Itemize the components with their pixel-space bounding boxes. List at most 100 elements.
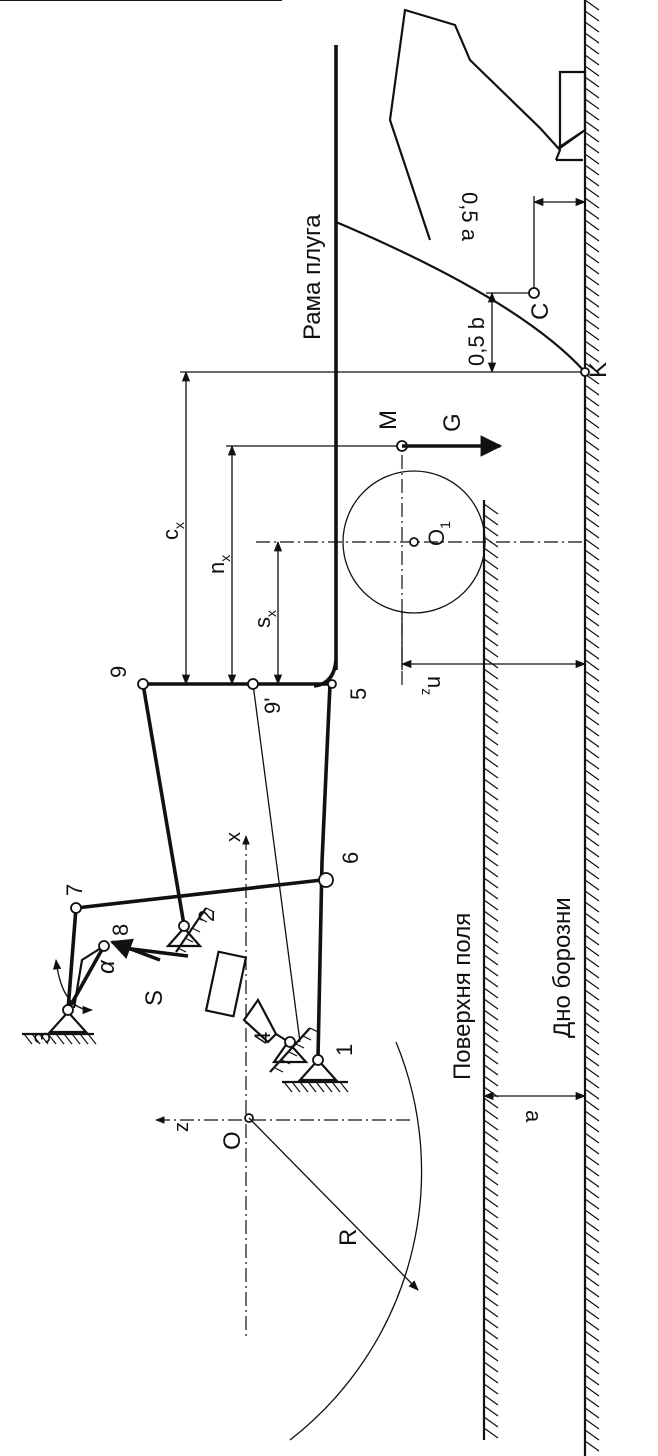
force-s-arrow — [109, 938, 161, 962]
hatch-stroke — [483, 778, 499, 790]
hatch-stroke — [483, 569, 499, 581]
hatch-stroke — [483, 1416, 499, 1428]
hatch-stroke — [584, 648, 600, 660]
hatch-stroke — [483, 899, 499, 911]
hatch-stroke — [584, 1374, 600, 1386]
hatch-stroke — [584, 153, 600, 165]
support-hatch-stroke — [309, 1027, 319, 1033]
label-dim-nz: nz — [419, 676, 448, 695]
hatch-stroke — [584, 1209, 600, 1221]
label-axis-x: x — [223, 832, 245, 842]
label-point-8: 8 — [108, 924, 133, 936]
hatch-stroke — [584, 824, 600, 836]
label-point-5: 5 — [346, 688, 371, 700]
support-hatch-stroke — [302, 1035, 312, 1041]
label-dim-half-a: 0,5 a — [457, 192, 482, 242]
field-surface-line — [482, 500, 499, 1440]
hatch-stroke — [584, 142, 600, 154]
hatch-stroke — [584, 538, 600, 550]
hatch-stroke — [584, 1297, 600, 1309]
hatch-stroke — [584, 1407, 600, 1419]
hatch-stroke — [483, 976, 499, 988]
hatch-stroke — [483, 1273, 499, 1285]
hatch-stroke — [584, 1341, 600, 1353]
hatch-stroke — [584, 714, 600, 726]
hatch-stroke — [483, 1207, 499, 1219]
hatch-stroke — [584, 527, 600, 539]
support-hatch-stroke — [55, 1033, 65, 1045]
support-hatch-stroke — [63, 1033, 73, 1045]
furrow-bottom-line — [583, 0, 600, 1456]
hatch-stroke — [483, 679, 499, 691]
support-hatch-stroke — [288, 1051, 298, 1057]
hatch-stroke — [483, 591, 499, 603]
support-hatch-stroke — [274, 1067, 284, 1073]
label-dim-nx: nx — [204, 555, 233, 574]
hatch-stroke — [483, 701, 499, 713]
joint-5 — [327, 679, 337, 689]
hatch-stroke — [584, 0, 600, 11]
hatch-stroke — [584, 351, 600, 363]
support-hatch-stroke — [307, 1081, 317, 1093]
hatch-stroke — [584, 285, 600, 297]
hatch-stroke — [584, 296, 600, 308]
hatch-stroke — [584, 659, 600, 671]
hatch-stroke — [584, 989, 600, 1001]
linkage — [66, 682, 332, 1059]
hatch-stroke — [584, 560, 600, 572]
hatch-stroke — [483, 1427, 499, 1439]
hatch-stroke — [584, 43, 600, 55]
hatch-stroke — [584, 1044, 600, 1056]
hatch-stroke — [483, 1053, 499, 1065]
support-hatch-stroke — [87, 1033, 97, 1045]
hatch-stroke — [483, 888, 499, 900]
hatch-stroke — [584, 582, 600, 594]
hatch-stroke — [584, 1121, 600, 1133]
hatch-stroke — [483, 1185, 499, 1197]
hatch-stroke — [584, 1077, 600, 1089]
hatch-stroke — [483, 822, 499, 834]
hatch-stroke — [584, 1176, 600, 1188]
hatch-stroke — [584, 615, 600, 627]
hatch-stroke — [584, 549, 600, 561]
hatch-stroke — [584, 1154, 600, 1166]
hatch-stroke — [584, 263, 600, 275]
hatch-stroke — [483, 1394, 499, 1406]
support-3 — [22, 1010, 94, 1036]
hatch-stroke — [584, 1088, 600, 1100]
joint-2 — [178, 920, 190, 932]
hatch-stroke — [483, 1339, 499, 1351]
point-c — [528, 287, 540, 299]
support-hatch-stroke — [283, 1081, 293, 1093]
support-hatch-stroke — [339, 1081, 349, 1093]
hatch-stroke — [483, 1361, 499, 1373]
hatch-stroke — [483, 525, 499, 537]
hatch-stroke — [483, 987, 499, 999]
hatch-stroke — [483, 1064, 499, 1076]
joint-3 — [62, 1004, 74, 1016]
dimension-nx — [226, 444, 402, 686]
joint-6 — [318, 872, 334, 888]
hatch-stroke — [584, 219, 600, 231]
support-hatch-stroke — [299, 1081, 309, 1093]
hatch-stroke — [483, 1262, 499, 1274]
joint-9p — [247, 678, 259, 690]
hatch-stroke — [483, 1218, 499, 1230]
hatch-stroke — [483, 833, 499, 845]
hatch-stroke — [584, 1231, 600, 1243]
hatch-stroke — [483, 646, 499, 658]
hatch-stroke — [584, 1352, 600, 1364]
hatch-stroke — [483, 613, 499, 625]
hatch-stroke — [483, 1306, 499, 1318]
label-force-g: G — [439, 413, 466, 432]
support-hatch-stroke — [47, 1033, 57, 1045]
label-point-c: C — [527, 303, 554, 320]
hatch-stroke — [584, 868, 600, 880]
hatch-stroke — [584, 164, 600, 176]
hatch-stroke — [584, 1308, 600, 1320]
hatch-stroke — [483, 877, 499, 889]
label-dim-a: a — [521, 1110, 546, 1123]
hatch-stroke — [483, 1130, 499, 1142]
hatch-stroke — [584, 230, 600, 242]
support-hatch-stroke — [191, 927, 201, 933]
